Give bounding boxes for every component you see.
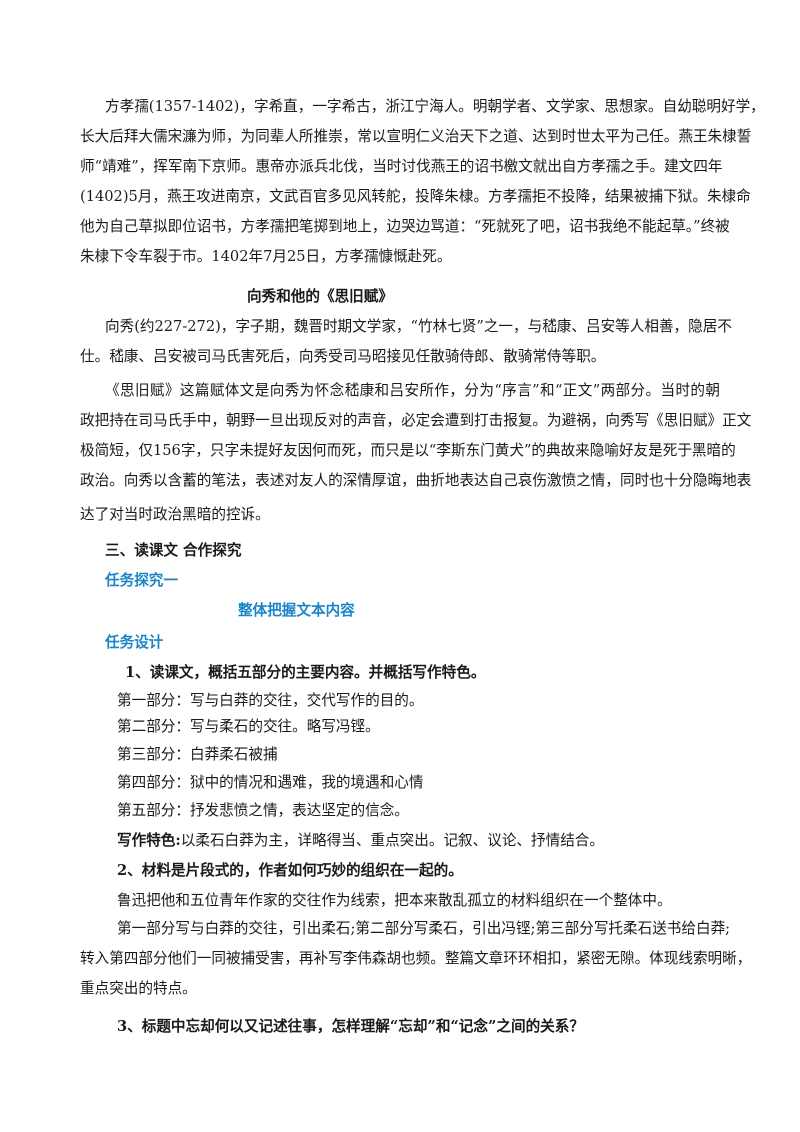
question-1: 1、读课文，概括五部分的主要内容。并概括写作特色。 [125,664,486,681]
section-3-heading: 三、读课文 合作探究 [105,542,242,559]
writing-feature: 写作特色:以柔石白莽为主，详略得当、重点突出。记叙、议论、抒情结合。 [117,826,604,856]
task-title: 整体把握文本内容 [238,602,355,619]
xiangxiu-p1-line-1: 向秀(约227-272)，字子期，魏晋时期文学家，“竹林七贤”之一，与嵇康、吕安… [105,318,732,335]
intro-line-1: 方孝孺(1357-1402)，字希直，一字希古，浙江宁海人。明朝学者、文学家、思… [105,98,765,115]
feature-text: 以柔石白莽为主，详略得当、重点突出。记叙、议论、抒情结合。 [180,832,604,849]
xiangxiu-p1-line-2: 仕。嵇康、吕安被司马氏害死后，向秀受司马昭接见任散骑侍郎、散骑常侍等职。 [80,348,606,365]
answer-2-line-3: 重点突出的特点。 [80,980,197,997]
design-label: 任务设计 [105,634,164,651]
part-1: 第一部分：写与白莽的交往，交代写作的目的。 [117,692,424,709]
part-3: 第三部分：白莽柔石被捕 [117,746,278,763]
question-2: 2、材料是片段式的，作者如何巧妙的组织在一起的。 [117,862,463,879]
xiangxiu-p2-line-1: 《思旧赋》这篇赋体文是向秀为怀念嵇康和吕安所作，分为“序言”和“正文”两部分。当… [105,382,720,399]
xiangxiu-p2-line-3: 极简短，仅156字，只字未提好友因何而死，而只是以“李斯东门黄犬”的典故来隐喻好… [80,442,736,459]
part-2: 第二部分：写与柔石的交往。略写冯铿。 [117,718,380,735]
answer-2-intro: 鲁迅把他和五位青年作家的交往作为线索，把本来散乱孤立的材料组织在一个整体中。 [117,892,672,909]
xiangxiu-heading: 向秀和他的《思旧赋》 [247,288,393,305]
intro-line-3: 师“靖难”，挥军南下京师。惠帝亦派兵北伐，当时讨伐燕王的诏书檄文就出自方孝孺之手… [80,158,723,175]
intro-line-5: 他为自己草拟即位诏书，方孝孺把笔掷到地上，边哭边骂道：“死就死了吧，诏书我绝不能… [80,218,730,235]
intro-line-2: 长大后拜大儒宋濂为师，为同辈人所推崇，常以宣明仁义治天下之道、达到时世太平为己任… [80,128,752,145]
intro-line-6: 朱棣下令车裂于市。1402年7月25日，方孝孺慷慨赴死。 [80,248,452,265]
answer-2-line-2: 转入第四部分他们一同被捕受害，再补写李伟森胡也频。整篇文章环环相扣，紧密无隙。体… [80,950,752,967]
question-3: 3、标题中忘却何以又记述往事，怎样理解“忘却”和“记念”之间的关系？ [117,1018,584,1035]
part-5: 第五部分：抒发悲愤之情，表达坚定的信念。 [117,802,409,819]
answer-2-line-1: 第一部分写与白莽的交往，引出柔石;第二部分写柔石，引出冯铿;第三部分写托柔石送书… [117,920,731,937]
xiangxiu-p2-line-5: 达了对当时政治黑暗的控诉。 [80,506,270,523]
xiangxiu-p2-line-2: 政把持在司马氏手中，朝野一旦出现反对的声音，必定会遭到打击报复。为避祸，向秀写《… [80,412,752,429]
xiangxiu-p2-line-4: 政治。向秀以含蓄的笔法，表述对友人的深情厚谊，曲折地表达自己哀伤激愤之情，同时也… [80,472,752,489]
task-label: 任务探究一 [105,572,178,589]
feature-label: 写作特色: [117,832,181,849]
intro-line-4: (1402)5月，燕王攻进南京，文武百官多见风转舵，投降朱棣。方孝孺拒不投降，结… [80,188,751,205]
part-4: 第四部分：狱中的情况和遇难，我的境遇和心情 [117,774,424,791]
